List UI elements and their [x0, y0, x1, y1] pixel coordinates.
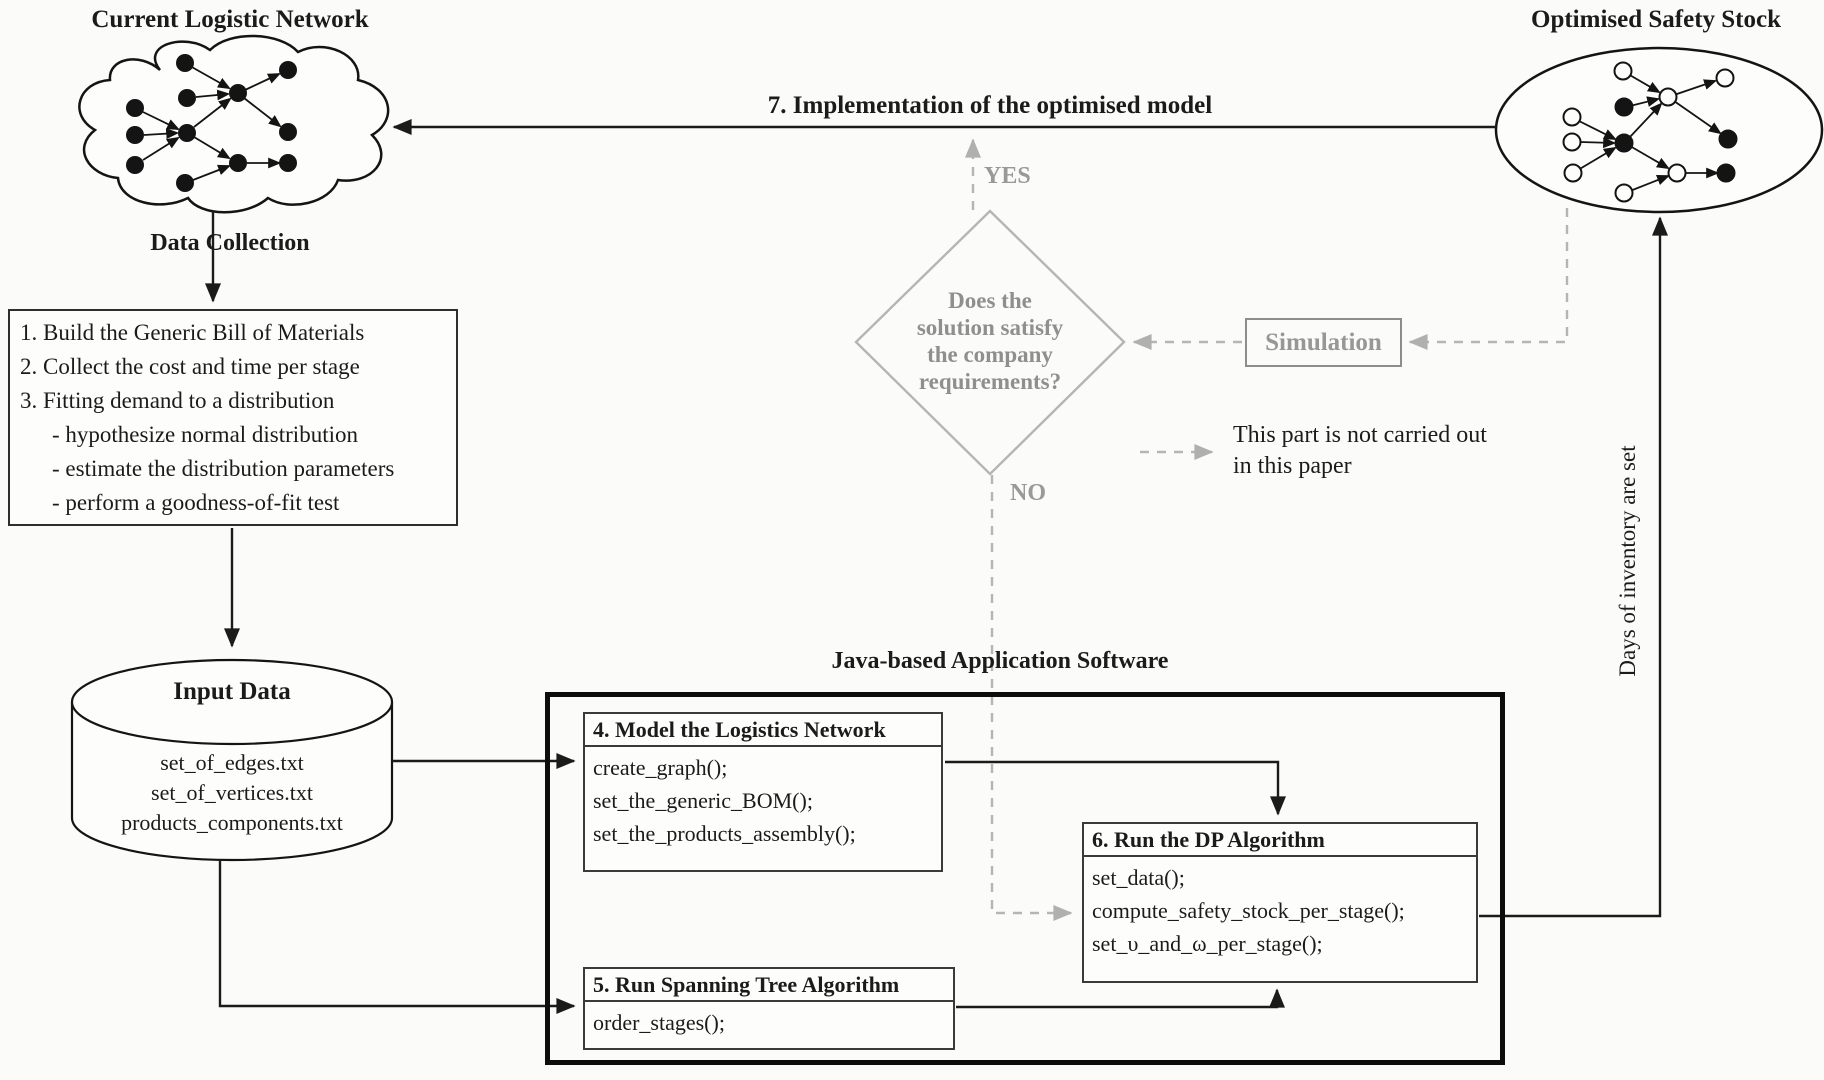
yes-branch-label: YES [984, 163, 1031, 189]
file-name: set_of_edges.txt [160, 750, 304, 775]
step4-title: 4. Model the Logistics Network [585, 714, 941, 747]
input-data-title: Input Data [173, 678, 291, 705]
java-software-container [545, 692, 1505, 1065]
list-item: - hypothesize normal distribution [52, 422, 358, 447]
implementation-arrow-label: 7. Implementation of the optimised model [767, 92, 1213, 119]
code-line: set_υ_and_ω_per_stage(); [1092, 931, 1323, 956]
list-item: - estimate the distribution parameters [52, 456, 395, 481]
decision-line: Does the [948, 288, 1032, 313]
decision-diamond-text: Does the solution satisfy the company re… [880, 287, 1100, 395]
legend-note: This part is not carried out in this pap… [1233, 420, 1563, 482]
list-item: - perform a goodness-of-fit test [52, 490, 340, 515]
simulation-box: Simulation [1245, 318, 1402, 367]
input-data-files: set_of_edges.txt set_of_vertices.txt pro… [72, 748, 392, 838]
current-network-title: Current Logistic Network [91, 6, 369, 33]
code-line: order_stages(); [593, 1010, 725, 1035]
step5-title: 5. Run Spanning Tree Algorithm [585, 969, 953, 1002]
list-item: 3. Fitting demand to a distribution [20, 388, 335, 413]
decision-line: requirements? [918, 369, 1062, 394]
list-item: 1. Build the Generic Bill of Materials [20, 320, 365, 345]
data-collection-box: 1. Build the Generic Bill of Materials 2… [8, 309, 458, 526]
optimised-safety-stock-title: Optimised Safety Stock [1531, 6, 1781, 33]
data-collection-label: Data Collection [150, 230, 310, 256]
code-line: set_the_generic_BOM(); [593, 788, 813, 813]
optimised-ellipse-shape [1494, 46, 1824, 214]
simulation-label: Simulation [1265, 328, 1382, 356]
no-branch-label: NO [1010, 480, 1046, 506]
legend-note-line: in this paper [1233, 453, 1352, 479]
list-item: 2. Collect the cost and time per stage [20, 354, 360, 379]
step5-spanning-tree-box: 5. Run Spanning Tree Algorithm order_sta… [583, 967, 955, 1050]
code-line: create_graph(); [593, 755, 728, 780]
file-name: set_of_vertices.txt [151, 780, 313, 805]
file-name: products_components.txt [121, 810, 343, 835]
cloud-shape [78, 34, 390, 214]
code-line: compute_safety_stock_per_stage(); [1092, 898, 1405, 923]
solid-flow-arrows [205, 119, 1668, 1014]
code-line: set_data(); [1092, 865, 1185, 890]
decision-diamond-shape [854, 209, 1126, 476]
step6-dp-algorithm-box: 6. Run the DP Algorithm set_data(); comp… [1082, 822, 1478, 983]
code-line: set_the_products_assembly(); [593, 821, 856, 846]
legend-note-line: This part is not carried out [1233, 422, 1487, 448]
decision-line: solution satisfy [916, 315, 1064, 340]
decision-line: the company [927, 342, 1053, 367]
optimised-network-graph [1562, 61, 1738, 203]
current-network-graph [126, 54, 297, 192]
dashed-flow-arrows [965, 138, 1569, 921]
days-of-inventory-label: Days of inventory are set [1615, 445, 1640, 677]
step4-model-network-box: 4. Model the Logistics Network create_gr… [583, 712, 943, 872]
input-data-cylinder [70, 658, 394, 862]
java-software-title: Java-based Application Software [831, 648, 1169, 674]
step6-title: 6. Run the DP Algorithm [1084, 824, 1476, 857]
